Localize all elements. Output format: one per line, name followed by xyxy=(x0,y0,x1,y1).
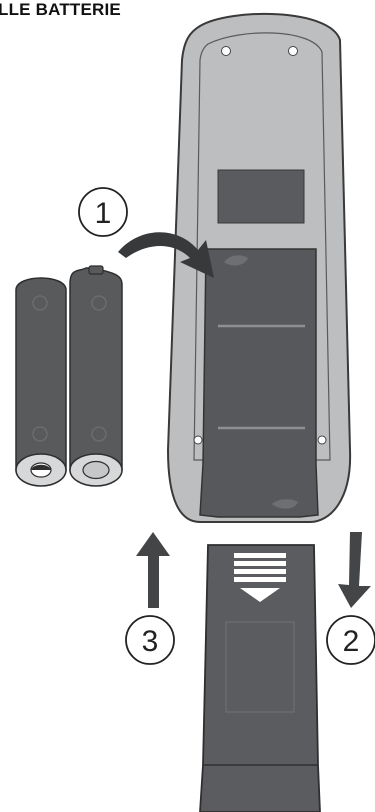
step-2-number: 2 xyxy=(343,625,360,658)
cover-panel xyxy=(225,621,295,713)
battery xyxy=(69,265,123,487)
step-3-circle xyxy=(125,615,175,665)
battery xyxy=(15,277,67,487)
step-2-marker: 2 xyxy=(326,615,375,665)
battery-compartment xyxy=(199,248,319,518)
battery-contact xyxy=(272,499,298,509)
remote-inner-outline xyxy=(193,32,331,461)
step-3-number: 3 xyxy=(142,625,159,658)
remote-label-area xyxy=(217,169,305,224)
cover-body xyxy=(199,544,321,812)
page-title: LLE BATTERIE xyxy=(0,0,121,19)
battery-cover xyxy=(199,544,321,812)
step-1-marker: 1 xyxy=(78,187,128,237)
cover-latch-icon xyxy=(234,553,286,602)
down-arrow-icon xyxy=(338,532,371,608)
step-1-circle xyxy=(78,187,128,237)
screw-hole xyxy=(193,435,203,445)
up-arrow-icon xyxy=(136,532,170,608)
battery-contact xyxy=(224,255,248,266)
step-1-number: 1 xyxy=(95,197,112,230)
step-3-marker: 3 xyxy=(125,615,175,665)
step-2-circle xyxy=(326,615,375,665)
screw-hole xyxy=(317,435,327,445)
batteries xyxy=(15,265,123,487)
screw-hole xyxy=(221,46,231,56)
remote-control xyxy=(166,12,352,523)
screw-hole xyxy=(288,46,298,56)
curved-arrow-icon xyxy=(118,232,214,278)
